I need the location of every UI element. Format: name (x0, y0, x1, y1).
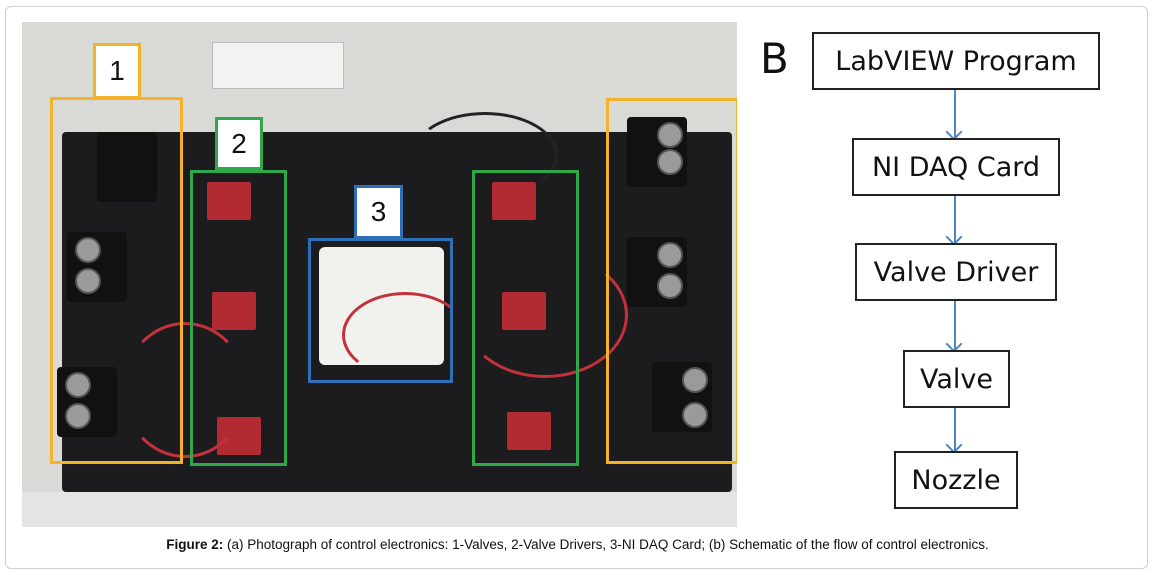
caption-label: Figure 2: (166, 537, 224, 552)
flow-step-nozzle: Nozzle (894, 451, 1018, 509)
photo-control-electronics: 1 2 3 (22, 22, 737, 527)
driver-board (212, 292, 256, 330)
valve (627, 117, 687, 187)
valve (57, 367, 117, 437)
wire (412, 112, 558, 198)
flow-step-daq: NI DAQ Card (852, 138, 1060, 196)
valves-box-right (606, 98, 737, 464)
caption-text: (a) Photograph of control electronics: 1… (223, 537, 989, 552)
figure-frame (5, 6, 1148, 569)
label-3: 3 (354, 185, 403, 239)
label-2: 2 (215, 117, 263, 170)
label-1: 1 (93, 43, 141, 99)
valve (97, 132, 157, 202)
daq-box (308, 238, 453, 383)
flow-step-driver: Valve Driver (855, 243, 1057, 301)
enclosure-edge (22, 492, 737, 527)
flow-arrow (954, 301, 956, 350)
flow-step-valve: Valve (903, 350, 1010, 408)
wire (122, 322, 248, 458)
flow-arrow (954, 196, 956, 243)
valve (627, 237, 687, 307)
enclosure-label-plate (212, 42, 344, 89)
wire (462, 252, 628, 378)
driver-board (507, 412, 551, 450)
drivers-box-right (472, 170, 579, 466)
flow-arrow (954, 408, 956, 451)
valve (652, 362, 712, 432)
flow-arrow (954, 90, 956, 138)
valves-box-left (50, 97, 183, 464)
wire (342, 292, 468, 378)
figure-caption: Figure 2: (a) Photograph of control elec… (0, 537, 1155, 552)
valve (67, 232, 127, 302)
panel-b-letter: B (760, 34, 789, 83)
driver-board (207, 182, 251, 220)
flow-step-labview: LabVIEW Program (812, 32, 1100, 90)
drivers-box-left (190, 170, 287, 466)
